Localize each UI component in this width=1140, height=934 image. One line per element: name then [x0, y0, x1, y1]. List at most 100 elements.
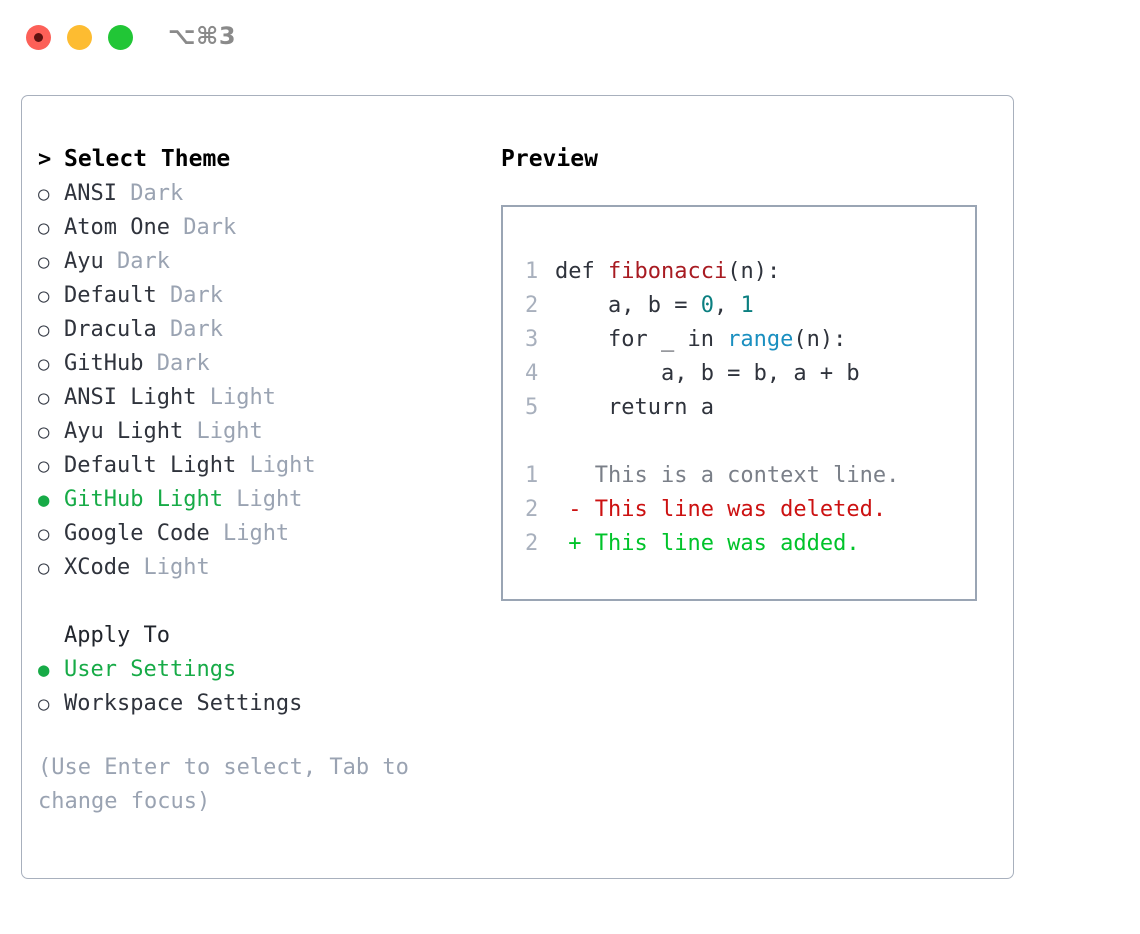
apply-to-heading: Apply To [38, 619, 478, 653]
label-gap [196, 381, 209, 415]
code-token-plain: (n): [793, 327, 847, 352]
code-token-plain: a, b = [555, 293, 701, 318]
theme-list-item[interactable]: GitHub Dark [38, 347, 478, 381]
label-gap [157, 279, 170, 313]
code-line: 4 a, b = b, a + b [525, 357, 975, 391]
label-gap [143, 347, 156, 381]
theme-kind-label: Light [143, 555, 210, 580]
theme-list-item[interactable]: Atom One Dark [38, 211, 478, 245]
theme-name-label: GitHub [64, 351, 144, 376]
theme-kind-label: Dark [117, 249, 170, 274]
code-token-num: 1 [740, 293, 754, 318]
theme-list: ANSI DarkAtom One DarkAyu DarkDefault Da… [38, 177, 478, 585]
theme-kind-label: Light [222, 521, 290, 546]
apply-to-option[interactable]: User Settings [38, 653, 478, 687]
blank-marker-icon [38, 619, 64, 653]
minimize-button[interactable] [67, 25, 92, 50]
label-gap [117, 177, 130, 211]
label-gap [104, 245, 117, 279]
theme-list-item[interactable]: Dracula Dark [38, 313, 478, 347]
theme-name-label: ANSI [64, 181, 117, 206]
theme-list-item[interactable]: ANSI Light Light [38, 381, 478, 415]
theme-list-item[interactable]: Default Light Light [38, 449, 478, 483]
apply-to-option-label: Workspace Settings [64, 691, 303, 716]
code-token-num: 0 [700, 293, 714, 318]
diff-line-text: + This line was added. [555, 531, 860, 556]
diff-sample: 1 This is a context line.2 - This line w… [525, 459, 975, 561]
theme-name-label: XCode [64, 555, 131, 580]
keyboard-hint: (Use Enter to select, Tab to change focu… [38, 755, 409, 814]
label-gap [130, 551, 143, 585]
code-line-text: a, b = b, a + b [555, 357, 860, 391]
theme-kind-label: Dark [169, 283, 223, 308]
title-bar: ⌥⌘3 [0, 0, 1140, 78]
theme-kind-label: Light [196, 419, 263, 444]
radio-unselected-icon [38, 245, 64, 279]
radio-selected-icon [38, 653, 64, 687]
code-token-plain: for _ in [555, 327, 728, 352]
code-line: 2 a, b = 0, 1 [525, 289, 975, 323]
apply-to-option[interactable]: Workspace Settings [38, 687, 478, 721]
radio-unselected-icon [38, 279, 64, 313]
label-gap [210, 517, 223, 551]
radio-unselected-icon [38, 211, 64, 245]
preview-title: Preview [501, 146, 598, 172]
theme-list-item[interactable]: Default Dark [38, 279, 478, 313]
zoom-button[interactable] [108, 25, 133, 50]
window-controls [26, 25, 133, 50]
radio-unselected-icon [38, 517, 64, 551]
theme-list-item[interactable]: Ayu Light Light [38, 415, 478, 449]
code-line: 1 def fibonacci(n): [525, 255, 975, 289]
theme-list-item[interactable]: Google Code Light [38, 517, 478, 551]
radio-unselected-icon [38, 177, 64, 211]
radio-unselected-icon [38, 381, 64, 415]
apply-to-title: Apply To [64, 623, 170, 648]
code-line-text: a, b = 0, 1 [555, 289, 754, 323]
theme-kind-label: Dark [183, 215, 237, 240]
theme-kind-label: Dark [169, 317, 223, 342]
theme-name-label: Ayu [64, 249, 104, 274]
code-line-number: 1 [525, 259, 539, 284]
code-token-plain: def [555, 259, 608, 284]
code-token-plain: a, b = b, a + b [555, 361, 860, 386]
diff-line-number: 2 [525, 531, 539, 556]
radio-unselected-icon [38, 347, 64, 381]
label-gap [223, 483, 236, 517]
label-gap [183, 415, 196, 449]
theme-name-label: Default [64, 283, 157, 308]
radio-unselected-icon [38, 687, 64, 721]
select-theme-heading: > Select Theme [38, 142, 478, 177]
code-token-plain: , [713, 293, 741, 318]
theme-name-label: Dracula [64, 317, 157, 342]
code-line-number: 3 [525, 327, 539, 352]
code-token-plain: return a [555, 395, 714, 420]
code-token-plain: (n): [727, 259, 781, 284]
theme-kind-label: Light [236, 487, 303, 512]
diff-line: 1 This is a context line. [525, 459, 975, 493]
radio-unselected-icon [38, 415, 64, 449]
theme-list-item[interactable]: XCode Light [38, 551, 478, 585]
diff-line: 2 + This line was added. [525, 527, 975, 561]
radio-unselected-icon [38, 313, 64, 347]
theme-list-item[interactable]: GitHub Light Light [38, 483, 478, 517]
theme-kind-label: Dark [156, 351, 210, 376]
theme-list-item[interactable]: ANSI Dark [38, 177, 478, 211]
theme-list-item[interactable]: Ayu Dark [38, 245, 478, 279]
theme-name-label: Ayu Light [64, 419, 184, 444]
diff-line-number: 1 [525, 463, 539, 488]
code-diff-spacer [525, 425, 975, 459]
diff-line: 2 - This line was deleted. [525, 493, 975, 527]
theme-kind-label: Dark [130, 181, 184, 206]
radio-unselected-icon [38, 551, 64, 585]
diff-line-number: 2 [525, 497, 539, 522]
label-gap [236, 449, 249, 483]
close-button[interactable] [26, 25, 51, 50]
code-token-fn: fibonacci [607, 259, 728, 284]
list-spacer [38, 585, 478, 619]
theme-name-label: Atom One [64, 215, 170, 240]
caret-icon: > [38, 147, 52, 172]
theme-name-label: Google Code [64, 521, 210, 546]
